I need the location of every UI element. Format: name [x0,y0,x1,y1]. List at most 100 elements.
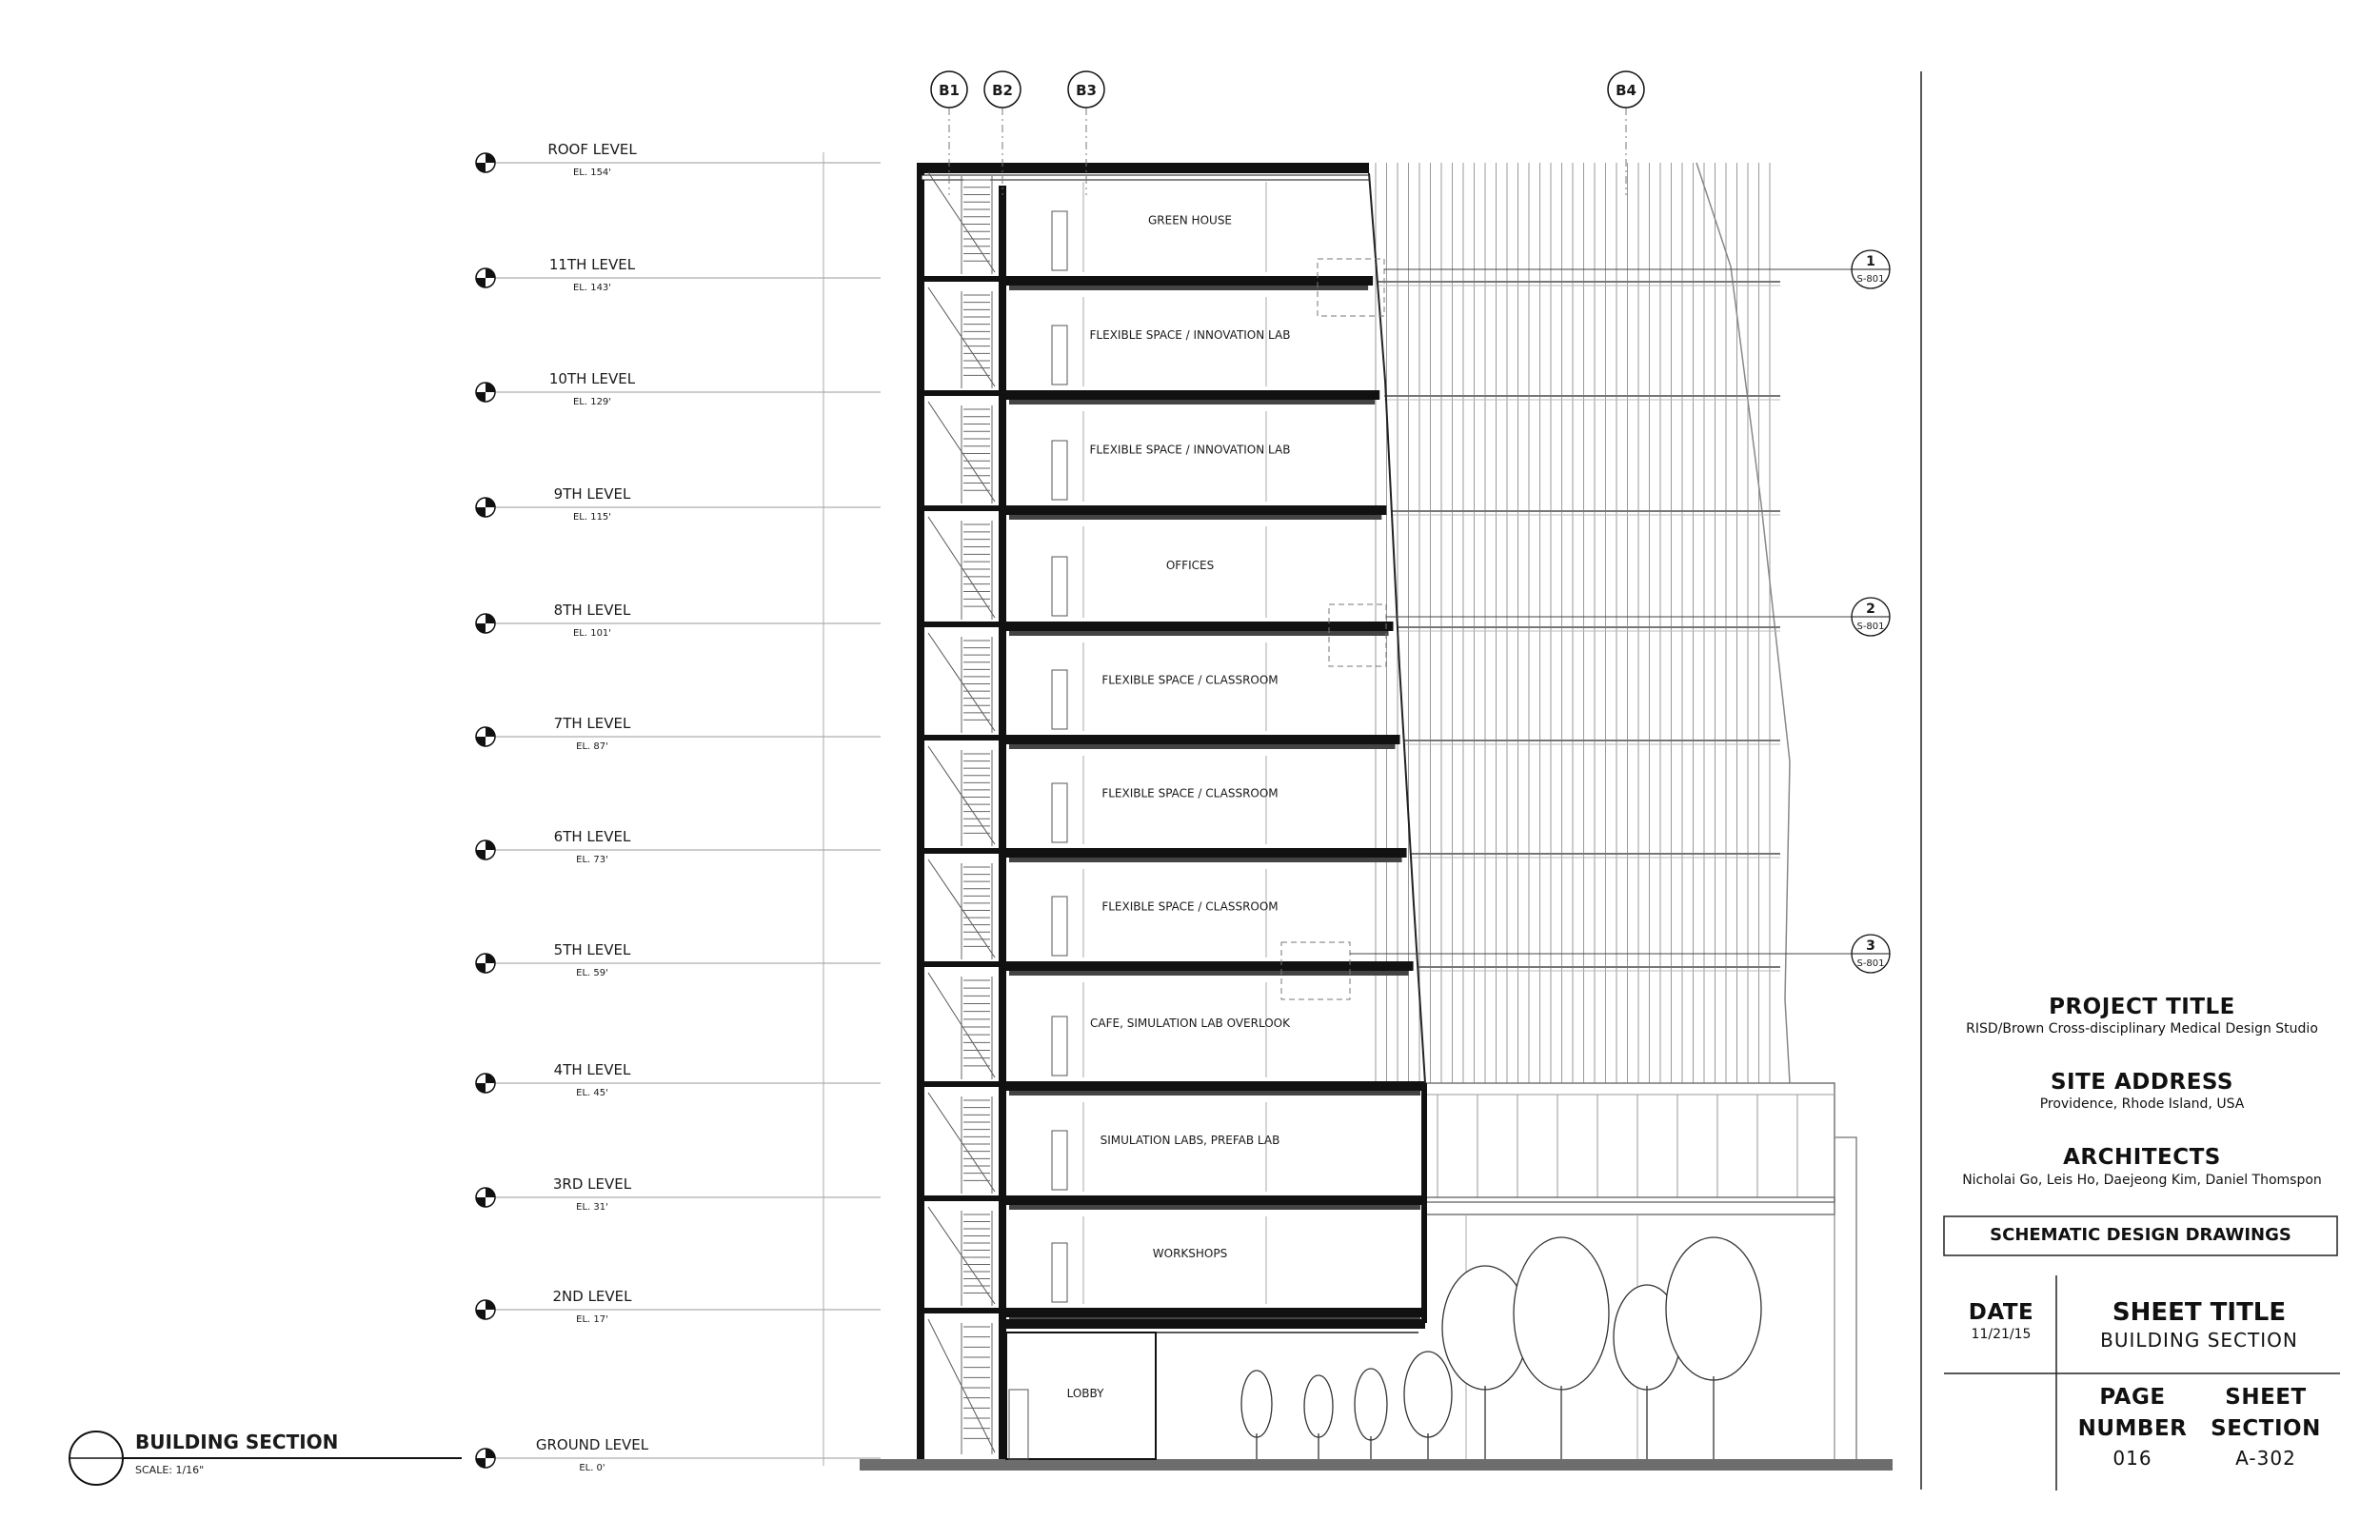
tree [1240,1370,1273,1459]
level-elevation: EL. 87' [576,741,608,752]
sheet-section-heading-2: SECTION [2211,1416,2321,1441]
facade-elevation [1375,162,1857,1459]
level-name: 2ND LEVEL [552,1288,632,1305]
level-marker-0: ROOF LEVEL EL. 154' [475,141,881,178]
level-elevation: EL. 101' [573,628,611,639]
site-address: Providence, Rhode Island, USA [2039,1096,2245,1112]
building-section-cut: GREEN HOUSE FLEXIBLE SPACE / INNOVATION L… [917,163,1427,1460]
tree [1513,1236,1610,1459]
architects-heading: ARCHITECTS [2063,1145,2221,1170]
callout-number: 3 [1866,938,1875,954]
site-address-heading: SITE ADDRESS [2050,1070,2234,1095]
tree [1613,1284,1681,1459]
detail-callout-1: 1S-801 [1317,249,1891,317]
level-name: 3RD LEVEL [553,1175,632,1193]
grid-bubble-b1: B1 [930,70,968,195]
room-label: GREEN HOUSE [1148,214,1232,227]
level-name: 5TH LEVEL [554,941,631,958]
detail-callout-3: 3S-801 [1280,934,1891,1000]
level-elevation: EL. 73' [576,855,608,865]
level-marker-6: 6TH LEVEL EL. 73' [475,828,881,865]
date-heading: DATE [1968,1300,2034,1325]
sheet-section: A-302 [2235,1447,2296,1470]
drawing-title-scale: SCALE: 1/16" [135,1464,204,1476]
tree [1303,1374,1334,1459]
drawing-title: BUILDING SECTION SCALE: 1/16" [69,1431,462,1486]
level-lines: ROOF LEVEL EL. 154' 11TH LEVEL EL. 143' 10TH… [475,141,881,1473]
project-title-heading: PROJECT TITLE [2049,995,2235,1019]
room-label: FLEXIBLE SPACE / INNOVATION LAB [1090,328,1291,342]
level-marker-5: 7TH LEVEL EL. 87' [475,715,881,752]
level-marker-9: 3RD LEVEL EL. 31' [475,1175,881,1213]
grid-bubble-b4: B4 [1607,70,1645,195]
grid-label: B4 [1616,82,1636,99]
level-name: 6TH LEVEL [554,828,631,845]
level-name: ROOF LEVEL [547,141,637,158]
level-marker-10: 2ND LEVEL EL. 17' [475,1288,881,1325]
level-marker-7: 5TH LEVEL EL. 59' [475,941,881,978]
level-elevation: EL. 59' [576,968,608,978]
level-name: 11TH LEVEL [549,256,636,273]
level-elevation: EL. 115' [573,512,611,523]
room-label: FLEXIBLE SPACE / CLASSROOM [1101,674,1278,687]
grid-label: B2 [992,82,1013,99]
grid-bubble-b2: B2 [983,70,1021,195]
level-elevation: EL. 143' [573,283,611,293]
date-value: 11/21/15 [1971,1327,2032,1342]
level-name: GROUND LEVEL [536,1436,649,1453]
callout-number: 1 [1866,254,1875,269]
level-marker-2: 10TH LEVEL EL. 129' [475,370,881,407]
level-marker-4: 8TH LEVEL EL. 101' [475,602,881,639]
level-name: 9TH LEVEL [554,485,631,503]
level-elevation: EL. 0' [579,1463,605,1473]
tree [1441,1265,1529,1459]
room-label: FLEXIBLE SPACE / CLASSROOM [1101,787,1278,800]
drawing-set-label: SCHEMATIC DESIGN DRAWINGS [1990,1225,2291,1245]
level-elevation: EL. 154' [573,168,611,178]
callout-sheet: S-801 [1856,622,1884,632]
sheet-title-heading: SHEET TITLE [2112,1298,2287,1327]
level-elevation: EL. 129' [573,397,611,407]
project-title: RISD/Brown Cross-disciplinary Medical De… [1966,1021,2318,1037]
level-name: 10TH LEVEL [549,370,636,387]
room-label: WORKSHOPS [1153,1247,1227,1260]
callout-sheet: S-801 [1856,274,1884,285]
grid-label: B3 [1076,82,1097,99]
room-label: OFFICES [1166,559,1214,572]
callout-sheet: S-801 [1856,958,1884,969]
grid-label: B1 [939,82,960,99]
grid-bubble-b3: B3 [1067,70,1105,195]
level-name: 4TH LEVEL [554,1061,631,1078]
ground-slab [860,1459,1893,1471]
tree [1354,1368,1388,1459]
tree [1403,1351,1453,1459]
grid-lines: B1 B2 B3 B4 [930,70,1645,195]
level-marker-8: 4TH LEVEL EL. 45' [475,1061,881,1098]
room-label: SIMULATION LABS, PREFAB LAB [1101,1134,1280,1147]
page-number-heading-1: PAGE [2099,1385,2166,1410]
level-elevation: EL. 17' [576,1314,608,1325]
drawing-title-label: BUILDING SECTION [135,1431,338,1453]
detail-callout-2: 2S-801 [1328,597,1891,667]
level-marker-1: 11TH LEVEL EL. 143' [475,256,881,293]
room-label: CAFE, SIMULATION LAB OVERLOOK [1090,1017,1291,1030]
room-label: LOBBY [1067,1387,1105,1400]
room-label: FLEXIBLE SPACE / CLASSROOM [1101,900,1278,914]
level-name: 8TH LEVEL [554,602,631,619]
trees [1240,1236,1762,1459]
callout-number: 2 [1866,602,1875,617]
page-number-heading-2: NUMBER [2077,1416,2188,1441]
level-marker-3: 9TH LEVEL EL. 115' [475,485,881,523]
sheet-title: BUILDING SECTION [2100,1329,2298,1352]
level-elevation: EL. 31' [576,1202,608,1213]
level-name: 7TH LEVEL [554,715,631,732]
level-elevation: EL. 45' [576,1088,608,1098]
page-number: 016 [2112,1447,2152,1470]
sheet-section-heading-1: SHEET [2225,1385,2307,1410]
room-label: FLEXIBLE SPACE / INNOVATION LAB [1090,444,1291,457]
level-marker-11: GROUND LEVEL EL. 0' [475,1436,881,1473]
architects-names: Nicholai Go, Leis Ho, Daejeong Kim, Dani… [1962,1173,2322,1188]
title-block-frame [1920,71,2340,1491]
